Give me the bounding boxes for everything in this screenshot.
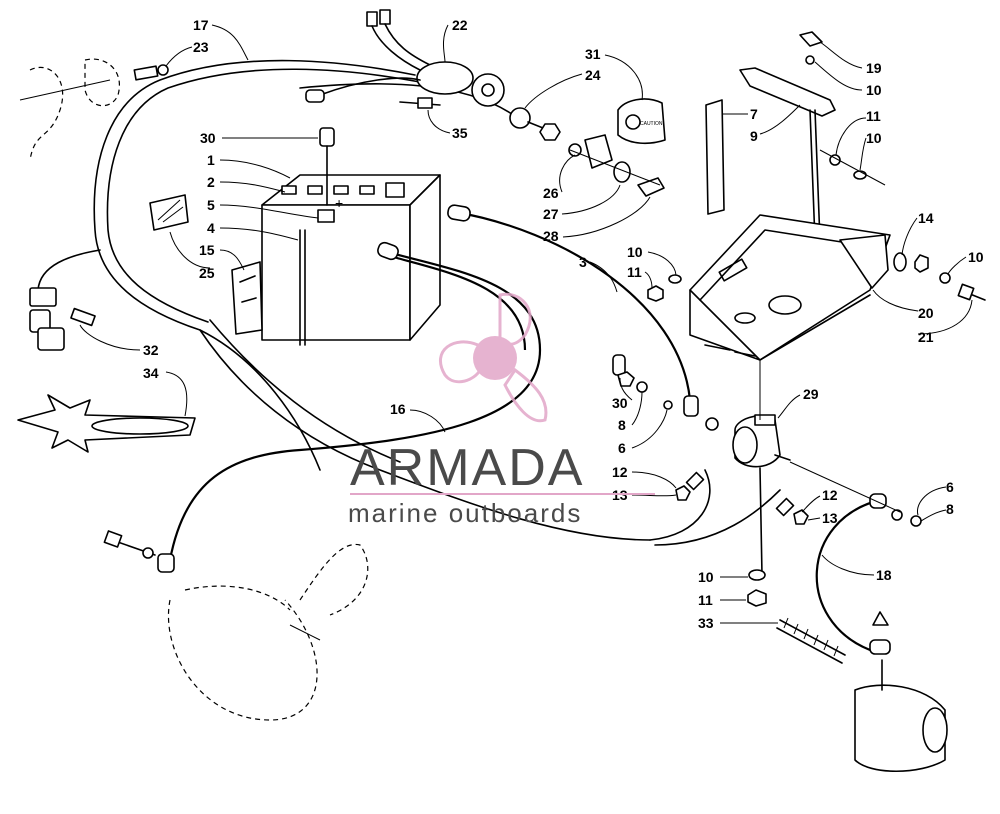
hold-down-bar <box>739 67 836 117</box>
callout-35: 35 <box>452 125 468 141</box>
callout-29: 29 <box>803 386 819 402</box>
callout-33: 33 <box>698 615 714 631</box>
callout-6-b: 6 <box>946 479 954 495</box>
callout-11-b: 11 <box>627 264 642 280</box>
callout-17: 17 <box>193 17 209 33</box>
battery: + <box>261 174 441 346</box>
callout-18: 18 <box>876 567 892 583</box>
decal-starburst <box>17 394 196 453</box>
callout-30-top: 30 <box>200 130 216 146</box>
callout-9: 9 <box>750 128 758 144</box>
callout-34: 34 <box>143 365 159 381</box>
harness-ground-terminal <box>19 58 169 161</box>
callout-12-a: 12 <box>612 464 628 480</box>
callout-8-b: 8 <box>946 501 954 517</box>
callout-26: 26 <box>543 185 559 201</box>
callout-7: 7 <box>750 106 758 122</box>
callout-31: 31 <box>585 46 601 62</box>
callout-labels: 17 23 22 31 24 35 30 1 2 5 4 15 25 19 10… <box>79 17 984 631</box>
solenoid-terminal-hardware <box>612 354 809 607</box>
battery-tray <box>689 214 891 361</box>
battery-hold-strap <box>705 99 725 215</box>
pigtail-connector <box>29 249 101 351</box>
armada-watermark: ARMADA marine outboards <box>348 292 655 528</box>
callout-10-c: 10 <box>968 249 984 265</box>
solenoid-leads <box>649 469 795 546</box>
callout-10-d: 10 <box>627 244 643 260</box>
callout-3: 3 <box>579 254 587 270</box>
callout-20: 20 <box>918 305 934 321</box>
callout-5: 5 <box>207 197 215 213</box>
battery-pad <box>149 194 189 231</box>
callout-22: 22 <box>452 17 468 33</box>
callout-1: 1 <box>207 152 215 168</box>
callout-11-c: 11 <box>698 592 713 608</box>
callout-10-e: 10 <box>698 569 714 585</box>
callout-14: 14 <box>918 210 934 226</box>
callout-27: 27 <box>543 206 559 222</box>
callout-10-a: 10 <box>866 82 882 98</box>
callout-25: 25 <box>199 265 215 281</box>
callout-6-a: 6 <box>618 440 626 456</box>
callout-28: 28 <box>543 228 559 244</box>
assembly-reference-lines <box>569 149 901 513</box>
callout-23: 23 <box>193 39 209 55</box>
starter-solenoid <box>732 414 791 576</box>
ignition-switch-connector <box>305 9 505 107</box>
callout-4: 4 <box>207 220 215 236</box>
callout-11-a: 11 <box>866 108 881 124</box>
watermark-tagline: marine outboards <box>348 498 582 528</box>
battery-strap <box>231 261 263 335</box>
callout-30-mid: 30 <box>612 395 628 411</box>
callout-19: 19 <box>866 60 882 76</box>
callout-8-a: 8 <box>618 417 626 433</box>
callout-32: 32 <box>143 342 159 358</box>
propeller-logo <box>438 292 548 423</box>
callout-10-b: 10 <box>866 130 882 146</box>
indicator-bulb <box>399 97 441 109</box>
callout-24: 24 <box>585 67 601 83</box>
negative-cable <box>103 241 542 573</box>
starter-motor <box>854 659 948 772</box>
cable-nut-washer <box>647 274 682 302</box>
svg-text:+: + <box>335 195 343 211</box>
callout-13-b: 13 <box>822 510 838 526</box>
wire-loom <box>776 617 846 664</box>
key-switch-assembly <box>509 107 665 197</box>
starter-cable <box>815 493 922 655</box>
callout-2: 2 <box>207 174 215 190</box>
engine-outline <box>168 543 369 721</box>
callout-16: 16 <box>390 401 406 417</box>
main-wiring-harness <box>93 59 651 541</box>
ignition-decal: CAUTION <box>617 98 666 145</box>
callout-21: 21 <box>918 329 934 345</box>
decal-stamp-text: CAUTION <box>640 121 663 127</box>
callout-12-b: 12 <box>822 487 838 503</box>
watermark-brand: ARMADA <box>350 439 584 497</box>
tray-mount-hardware <box>829 154 986 301</box>
battery-cap <box>319 127 335 206</box>
callout-15: 15 <box>199 242 215 258</box>
